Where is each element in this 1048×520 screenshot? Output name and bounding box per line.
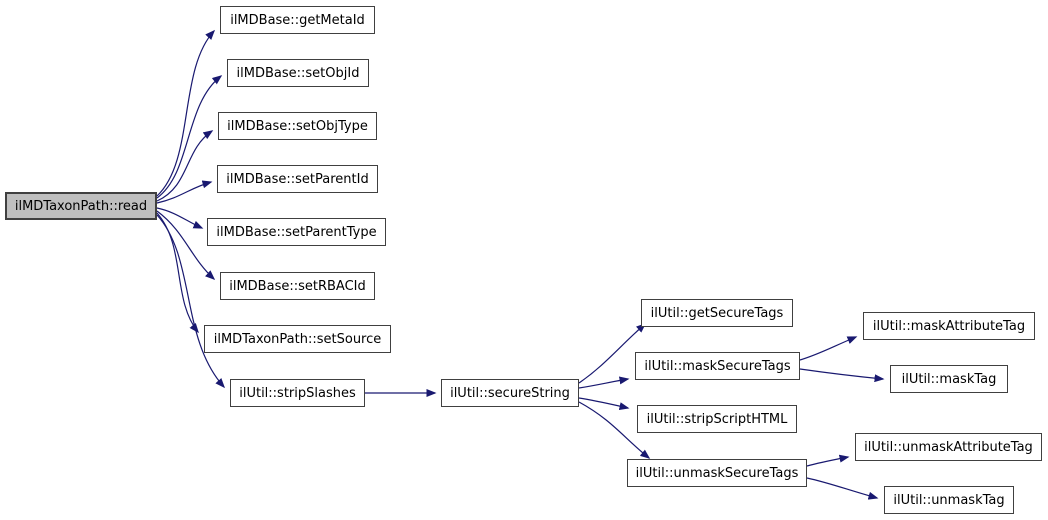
edge-read-to-setParentType <box>156 207 204 229</box>
node-ilMDBase-setParentId[interactable]: ilMDBase::setParentId <box>217 165 378 193</box>
node-ilUtil-secureString[interactable]: ilUtil::secureString <box>441 379 579 407</box>
edge-secureString-to-stripScriptHTML <box>578 397 630 411</box>
edge-read-to-setObjId <box>156 75 223 199</box>
node-ilMDBase-setRBACId[interactable]: ilMDBase::setRBACId <box>220 272 375 300</box>
node-ilUtil-unmaskTag[interactable]: ilUtil::unmaskTag <box>884 486 1014 514</box>
edge-secureString-to-maskSecureTags <box>578 376 630 389</box>
edge-read-to-setRBACId <box>156 210 216 281</box>
node-ilMDTaxonPath-read: ilMDTaxonPath::read <box>5 192 157 220</box>
node-ilMDTaxonPath-setSource[interactable]: ilMDTaxonPath::setSource <box>204 325 391 353</box>
node-ilUtil-stripSlashes[interactable]: ilUtil::stripSlashes <box>230 379 365 407</box>
edge-maskSecureTags-to-maskAttributeTag <box>799 336 858 361</box>
edge-read-to-getMetaId <box>156 29 216 197</box>
node-ilMDBase-setParentType[interactable]: ilMDBase::setParentType <box>207 218 386 246</box>
edge-unmaskSecureTags-to-unmaskAttributeTag <box>806 454 850 467</box>
edge-maskSecureTags-to-maskTag <box>799 368 885 383</box>
edge-unmaskSecureTags-to-unmaskTag <box>806 477 879 500</box>
node-ilMDBase-setObjType[interactable]: ilMDBase::setObjType <box>218 112 377 140</box>
node-ilMDBase-getMetaId[interactable]: ilMDBase::getMetaId <box>220 6 375 34</box>
node-ilUtil-unmaskSecureTags[interactable]: ilUtil::unmaskSecureTags <box>627 459 807 487</box>
edge-read-to-setObjType <box>156 130 214 202</box>
node-ilUtil-getSecureTags[interactable]: ilUtil::getSecureTags <box>641 299 793 327</box>
edge-read-to-setParentId <box>156 180 213 204</box>
node-ilUtil-maskAttributeTag[interactable]: ilUtil::maskAttributeTag <box>863 312 1035 340</box>
node-ilMDBase-setObjId[interactable]: ilMDBase::setObjId <box>227 59 369 87</box>
node-ilUtil-maskTag[interactable]: ilUtil::maskTag <box>890 365 1008 393</box>
node-ilUtil-unmaskAttributeTag[interactable]: ilUtil::unmaskAttributeTag <box>855 433 1042 461</box>
node-ilUtil-maskSecureTags[interactable]: ilUtil::maskSecureTags <box>635 352 800 380</box>
node-ilUtil-stripScriptHTML[interactable]: ilUtil::stripScriptHTML <box>637 405 797 433</box>
edge-read-to-setSource <box>156 212 199 334</box>
